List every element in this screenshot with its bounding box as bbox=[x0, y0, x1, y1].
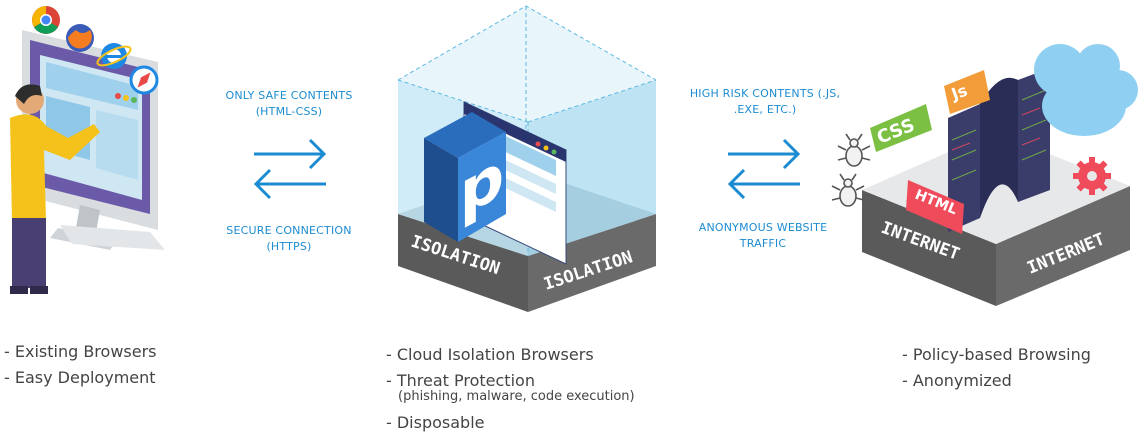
chrome-icon bbox=[32, 6, 60, 34]
cloud-icon bbox=[1034, 44, 1138, 136]
left-top-label: ONLY SAFE CONTENTS (HTML-CSS) bbox=[206, 88, 372, 120]
label-line: .EXE, ETC.) bbox=[733, 103, 797, 116]
left-bottom-label: SECURE CONNECTION (HTTPS) bbox=[206, 223, 372, 255]
gear-icon bbox=[1073, 157, 1111, 195]
firefox-icon bbox=[66, 24, 94, 52]
js-tag-label: Js bbox=[948, 81, 970, 104]
feature-item: - Existing Browsers bbox=[4, 342, 157, 361]
feature-item-text: - Threat Protection bbox=[386, 371, 535, 390]
label-line: SECURE CONNECTION bbox=[226, 224, 352, 237]
isolation-feature-list: - Cloud Isolation Browsers - Threat Prot… bbox=[386, 342, 635, 436]
label-line: TRAFFIC bbox=[739, 237, 787, 250]
feature-item: - Anonymized bbox=[902, 371, 1012, 390]
js-tag: Js bbox=[944, 70, 990, 114]
right-exchange-arrows bbox=[727, 138, 801, 200]
label-line: (HTTPS) bbox=[266, 240, 312, 253]
server-structure bbox=[948, 68, 1050, 232]
user-workstation bbox=[10, 30, 165, 294]
feature-item: - Disposable bbox=[386, 413, 485, 432]
feature-item: - Cloud Isolation Browsers bbox=[386, 345, 594, 364]
feature-item: - Policy-based Browsing bbox=[902, 345, 1091, 364]
label-line: ONLY SAFE CONTENTS bbox=[225, 89, 353, 102]
isolation-box: p ISOLATION ISOLATION bbox=[397, 5, 657, 312]
bug-icon bbox=[837, 133, 871, 167]
label-line: (HTML-CSS) bbox=[255, 105, 323, 118]
feature-item: - Easy Deployment bbox=[4, 368, 156, 387]
ie-icon bbox=[96, 43, 132, 69]
internet-feature-list: - Policy-based Browsing - Anonymized bbox=[902, 342, 1091, 394]
feature-item-subtext: (phishing, malware, code execution) bbox=[398, 389, 635, 404]
bug-icon bbox=[831, 173, 865, 207]
user-feature-list: - Existing Browsers - Easy Deployment bbox=[4, 339, 157, 391]
label-line: HIGH RISK CONTENTS (.JS, bbox=[689, 87, 841, 100]
internet-box: INTERNET INTERNET bbox=[831, 44, 1138, 306]
css-tag: CSS bbox=[870, 104, 932, 152]
safari-icon bbox=[129, 65, 159, 95]
label-line: ANONYMOUS WEBSITE bbox=[698, 221, 828, 234]
right-bottom-label: ANONYMOUS WEBSITE TRAFFIC bbox=[680, 220, 846, 252]
right-top-label: HIGH RISK CONTENTS (.JS, .EXE, ETC.) bbox=[680, 86, 850, 118]
feature-item: - Threat Protection (phishing, malware, … bbox=[386, 368, 635, 404]
left-exchange-arrows bbox=[253, 138, 327, 200]
